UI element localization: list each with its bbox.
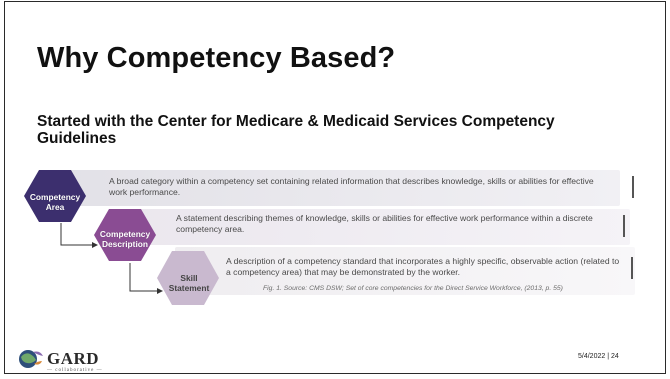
- slide-subtitle: Started with the Center for Medicare & M…: [37, 113, 555, 147]
- competency-area-label: Competency Area: [29, 192, 81, 212]
- figure-caption: Fig. 1. Source: CMS DSW; Set of core com…: [263, 285, 563, 292]
- skill-statement-hexagon: [157, 251, 219, 305]
- competency-area-band: [55, 170, 620, 206]
- logo-text: GARD: [47, 349, 100, 368]
- skill-statement-band: [175, 247, 635, 295]
- band-divider: [623, 215, 625, 237]
- band-divider: [632, 176, 634, 198]
- date-page-number: 5/4/2022 | 24: [578, 353, 619, 360]
- slide-title: Why Competency Based?: [37, 42, 396, 74]
- competency-description-band: [130, 209, 630, 245]
- gard-logo-icon: [19, 350, 43, 368]
- skill-statement-label: Skill Statement: [168, 273, 210, 293]
- band-divider: [631, 257, 633, 279]
- competency-area-description: A broad category within a competency set…: [109, 176, 594, 197]
- skill-statement-description: A description of a competency standard t…: [226, 256, 620, 277]
- competency-description-description: A statement describing themes of knowled…: [176, 213, 593, 234]
- logo-subtext: — collaborative —: [47, 368, 103, 373]
- competency-description-hexagon: [94, 209, 156, 261]
- competency-description-label: Competency Description: [99, 229, 151, 249]
- slide: Why Competency Based? Started with the C…: [4, 1, 666, 374]
- competency-area-hexagon: [24, 170, 86, 222]
- arrow-icon: [129, 263, 163, 294]
- arrow-icon: [60, 223, 98, 248]
